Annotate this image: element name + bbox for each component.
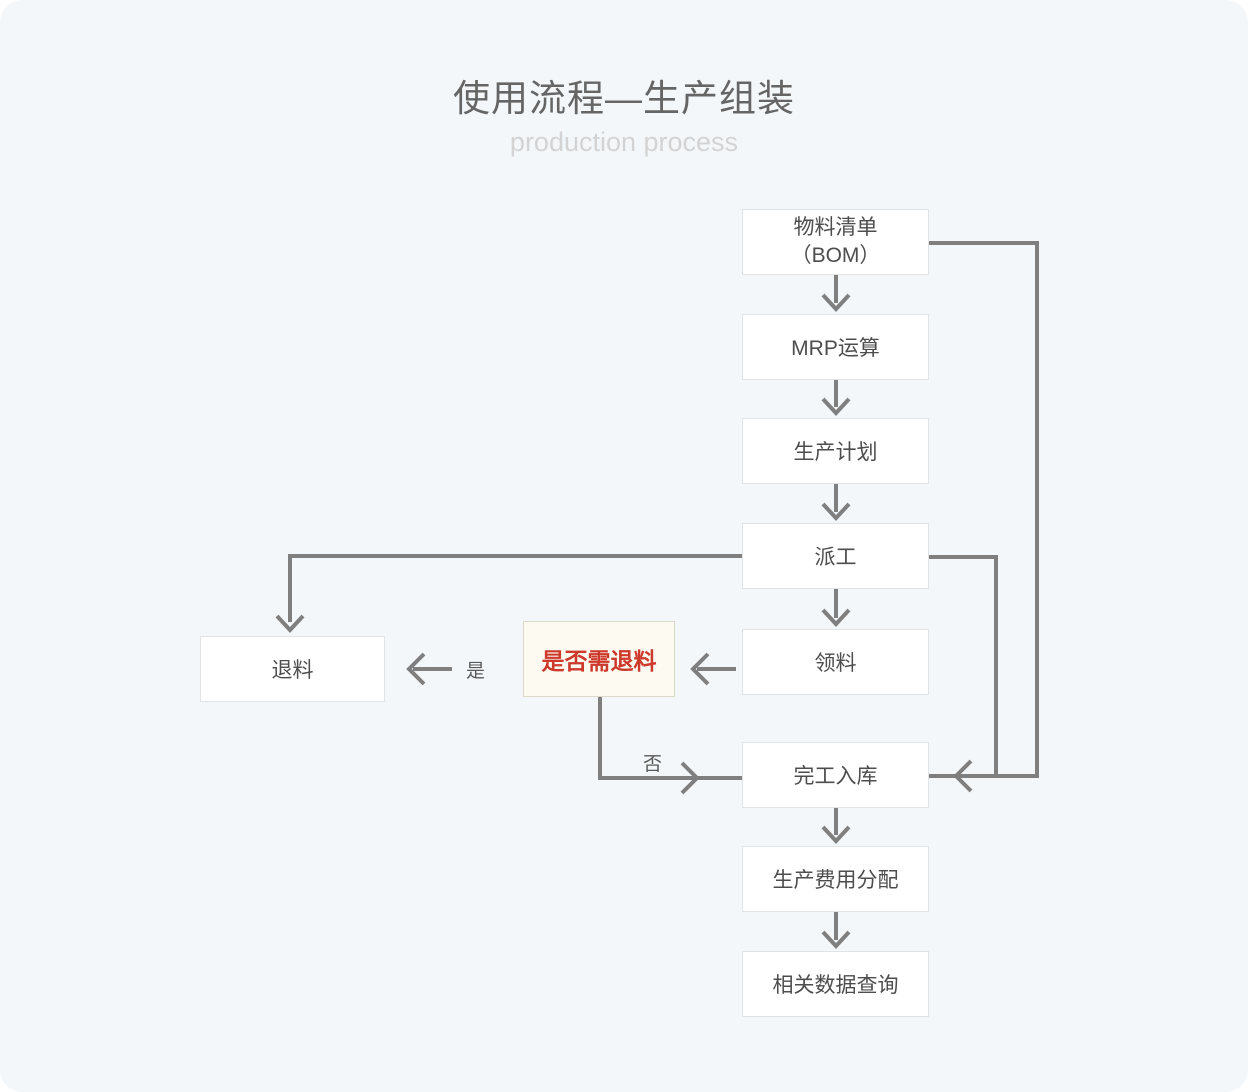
node-production-plan-label: 生产计划 <box>793 441 878 464</box>
node-bom-label-line2: （BOM） <box>790 244 881 267</box>
node-dispatch: 派工 <box>742 523 929 589</box>
node-cost-allocation-label: 生产费用分配 <box>772 869 899 892</box>
arrowhead-warehouse-to-cost-icon <box>821 825 851 844</box>
node-finish-warehouse: 完工入库 <box>742 742 929 808</box>
node-mrp: MRP运算 <box>742 314 929 380</box>
edge-label-yes: 是 <box>466 661 486 682</box>
arrowhead-into-warehouse-icon <box>953 759 973 793</box>
node-material-picking: 领料 <box>742 629 929 695</box>
edge-dispatch-to-warehouse <box>929 555 998 774</box>
edge-bom-to-warehouse <box>929 241 1039 778</box>
node-cost-allocation: 生产费用分配 <box>742 846 929 912</box>
edge-dispatch-to-return <box>288 554 742 622</box>
arrowhead-dispatch-to-picking-icon <box>821 608 851 627</box>
arrowhead-plan-to-dispatch-icon <box>821 502 851 521</box>
arrowhead-decision-to-warehouse-icon <box>680 761 700 795</box>
node-dispatch-label: 派工 <box>814 546 857 569</box>
page-title: 使用流程—生产组装 <box>453 78 795 119</box>
arrowhead-mrp-to-plan-icon <box>821 397 851 416</box>
node-data-query: 相关数据查询 <box>742 951 929 1017</box>
node-data-query-label: 相关数据查询 <box>772 974 899 997</box>
arrowhead-picking-to-decision-icon <box>690 652 710 686</box>
arrowhead-bom-to-mrp-icon <box>821 293 851 312</box>
arrowhead-cost-to-query-icon <box>821 930 851 949</box>
node-bom: 物料清单 （BOM） <box>742 209 929 275</box>
edge-label-no: 否 <box>643 754 663 775</box>
arrowhead-dispatch-to-return-icon <box>275 614 305 633</box>
edge-decision-no-to-warehouse <box>598 697 742 780</box>
node-decision-label: 是否需退料 <box>541 648 657 674</box>
node-material-return-label: 退料 <box>271 659 314 682</box>
node-material-return: 退料 <box>200 636 385 702</box>
node-mrp-label: MRP运算 <box>791 337 880 360</box>
node-decision-need-return: 是否需退料 <box>523 621 675 697</box>
node-material-picking-label: 领料 <box>814 652 857 675</box>
node-bom-label-line1: 物料清单 <box>793 216 878 239</box>
node-finish-warehouse-label: 完工入库 <box>793 765 878 788</box>
arrowhead-decision-to-return-icon <box>406 652 426 686</box>
node-production-plan: 生产计划 <box>742 418 929 484</box>
page-subtitle: production process <box>509 127 739 157</box>
